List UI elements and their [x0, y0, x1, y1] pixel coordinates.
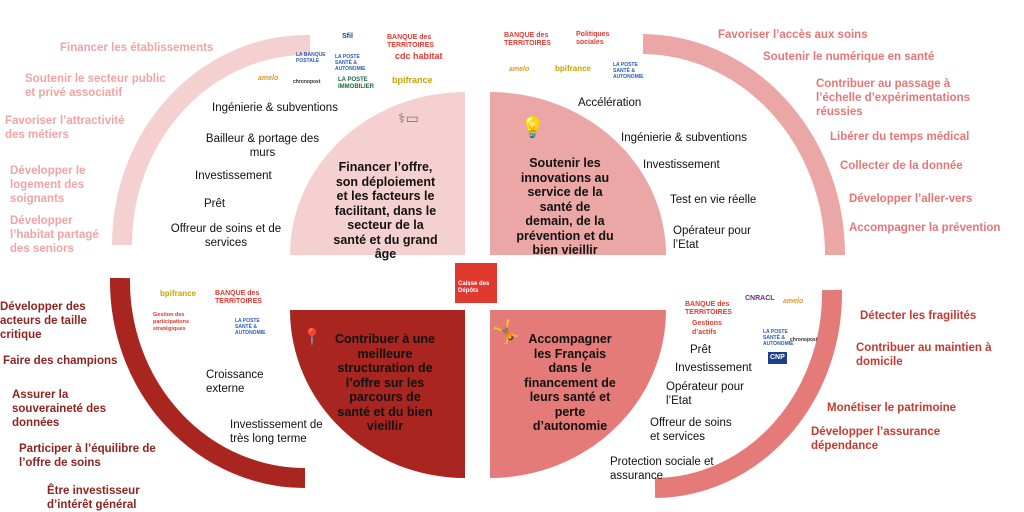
logo: BANQUE des TERRITOIRES: [387, 34, 434, 49]
objective: Être investisseur d’intérêt général: [47, 485, 140, 511]
logo: LA BANQUE POSTALE: [296, 52, 326, 64]
quadrant-title: Soutenir les innovations au service de l…: [516, 156, 614, 257]
lever: Croissance externe: [206, 369, 264, 395]
arc-top-right: [642, 34, 845, 256]
quadrant-title: Contribuer à une meilleure structuration…: [335, 332, 436, 433]
arc-top-left: [112, 34, 311, 246]
quadrant-bottom-left: [290, 310, 465, 478]
logo: bpifrance: [392, 75, 433, 85]
lever: Investissement: [195, 170, 272, 182]
logo: LA POSTE IMMOBILIER: [338, 77, 374, 90]
exercise-person-icon: 🤸: [492, 319, 520, 344]
logo: amelo: [783, 298, 804, 305]
lever: Prêt: [690, 344, 712, 356]
lever: Offreur de soins et services: [650, 417, 732, 443]
quadrant-title: Financer l’offre, son déploiement et les…: [333, 160, 438, 261]
logo: LA POSTE SANTÉ & AUTONOMIE: [763, 329, 794, 347]
objective: Développer l’habitat partagé des seniors: [10, 215, 99, 255]
caisse-des-depots-logo: Caisse des Dépôts: [455, 263, 497, 303]
objective: Favoriser l’accès aux soins: [718, 29, 868, 41]
objective: Participer à l’équilibre de l’offre de s…: [19, 443, 156, 469]
objective: Accompagner la prévention: [849, 222, 1001, 234]
lever: Investissement: [675, 362, 752, 374]
quadrant-bottom-right: [490, 310, 666, 478]
lever: Offreur de soins et de services: [170, 223, 282, 249]
objective: Financer les établissements: [60, 42, 214, 54]
logo: BANQUE des TERRITOIRES: [504, 32, 551, 47]
objective: Contribuer au maintien à domicile: [856, 342, 992, 368]
quadrant-top-left: [290, 92, 465, 255]
lever: Accélération: [578, 97, 642, 109]
lever: Ingénierie & subventions: [212, 102, 338, 114]
objective: Développer l’assurance dépendance: [811, 426, 941, 452]
objective: Contribuer au passage à l’échelle d’expé…: [816, 78, 971, 118]
logo: chronopost: [293, 79, 321, 85]
logo: CNP: [768, 352, 787, 364]
lever: Investissement: [643, 159, 720, 171]
lever: Opérateur pour l’Etat: [673, 225, 751, 251]
logo: CNRACL: [745, 295, 775, 302]
objective: Collecter de la donnée: [840, 160, 963, 172]
quadrant-title: Accompagner les Français dans le finance…: [524, 332, 616, 433]
logo: Gestions d’actifs: [692, 320, 722, 336]
objective: Développer des acteurs de taille critiqu…: [0, 301, 87, 341]
objective: Favoriser l’attractivité des métiers: [5, 115, 125, 141]
logo: Politiques sociales: [576, 31, 610, 46]
logo: cdc habitat: [395, 51, 443, 61]
logo: BANQUE des TERRITOIRES: [685, 301, 732, 316]
objective: Libérer du temps médical: [830, 131, 970, 143]
lever: Prêt: [204, 198, 226, 210]
route-pin-icon: 📍: [302, 329, 322, 346]
logo: Sfil: [342, 33, 353, 40]
objective: Détecter les fragilités: [860, 310, 977, 322]
quadrant-top-right: [490, 92, 666, 255]
arc-bottom-left: [109, 277, 306, 488]
logo: LA POSTE SANTÉ & AUTONOMIE: [335, 54, 366, 72]
objective: Soutenir le secteur public et privé asso…: [25, 73, 166, 99]
logo: Gestion des participations stratégiques: [153, 312, 190, 332]
lever: Test en vie réelle: [670, 194, 757, 206]
logo: LA POSTE SANTÉ & AUTONOMIE: [613, 62, 644, 80]
objective: Faire des champions: [3, 355, 118, 367]
logo: BANQUE des TERRITOIRES: [215, 290, 262, 305]
health-people-icon: ⚕▭: [398, 110, 419, 126]
lever: Opérateur pour l’Etat: [666, 381, 744, 407]
logo: bpifrance: [555, 64, 592, 73]
lightbulb-icon: 💡: [520, 117, 545, 139]
lever: Protection sociale et assurance: [610, 456, 714, 482]
lever: Bailleur & portage des murs: [205, 133, 320, 159]
logo: chronopost: [790, 337, 818, 343]
objective: Développer l’aller-vers: [849, 193, 973, 205]
objective: Assurer la souveraineté des données: [12, 389, 106, 429]
arc-bottom-right: [654, 289, 843, 498]
lever: Ingénierie & subventions: [621, 132, 747, 144]
logo: LA POSTE SANTÉ & AUTONOMIE: [235, 318, 266, 336]
objective: Monétiser le patrimoine: [827, 402, 957, 414]
logo: bpifrance: [160, 289, 197, 298]
lever: Investissement de très long terme: [230, 419, 323, 445]
objective: Développer le logement des soignants: [10, 165, 86, 205]
logo: amelo: [509, 66, 530, 73]
objective: Soutenir le numérique en santé: [763, 51, 935, 63]
logo: amelo: [258, 75, 279, 82]
